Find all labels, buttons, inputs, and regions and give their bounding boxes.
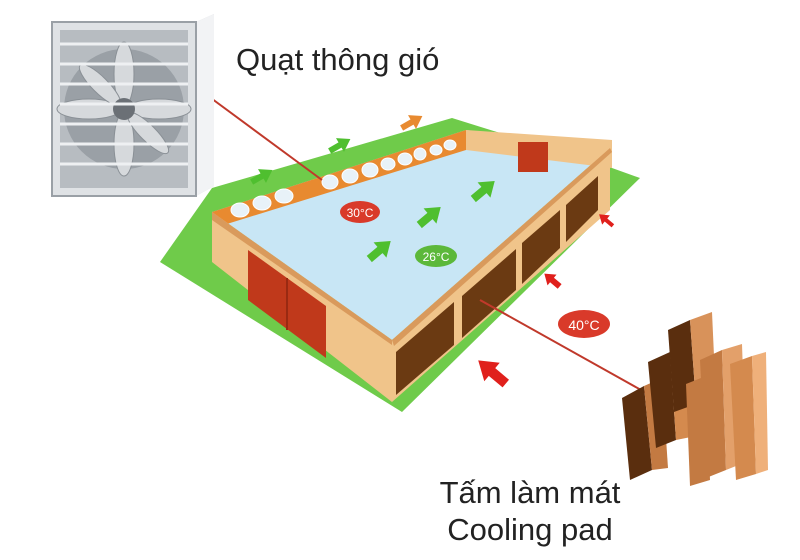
right-side-wall-top (392, 148, 612, 346)
temp-interior-cool-text: 26°C (423, 250, 450, 264)
cooling-pad-label: Tấm làm mát Cooling pad (410, 474, 650, 548)
temp-badge-outside: 40°C (558, 310, 610, 338)
temp-badge-hot-interior: 30°C (340, 201, 380, 223)
temp-badge-cool-interior: 26°C (415, 245, 457, 267)
fan-label: Quạt thông gió (236, 42, 440, 77)
pad-pointer-line (479, 299, 651, 396)
exhaust-arrows (250, 115, 423, 185)
intake-arrows (478, 214, 615, 388)
cooling-pad-stack-icon (622, 312, 768, 486)
cooling-pad-panels (396, 176, 598, 395)
temp-outside-text: 40°C (568, 317, 599, 333)
interior-airflow-arrows (366, 181, 495, 263)
temp-interior-hot-text: 30°C (347, 206, 374, 220)
fan-pointer-line (199, 89, 323, 181)
ventilation-fan-icon (51, 14, 214, 197)
exhaust-fan-row (230, 139, 457, 218)
back-door (518, 142, 548, 172)
cooling-pad-label-en: Cooling pad (447, 512, 613, 547)
cooling-pad-label-vi: Tấm làm mát (439, 475, 621, 510)
left-end-wall-shade (212, 212, 392, 345)
